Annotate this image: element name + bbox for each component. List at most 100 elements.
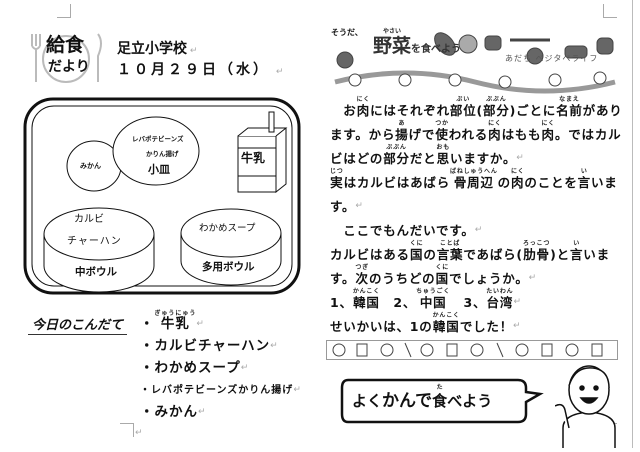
kozara-item: レバポテビーンズ	[132, 135, 184, 143]
text-segment: だと	[409, 151, 437, 166]
ruby-word: たいわん台湾	[486, 288, 514, 310]
text-segment: 3、	[450, 295, 487, 310]
text-segment: にはそれぞれ	[370, 103, 450, 118]
text-segment: のことを	[524, 175, 578, 190]
text-segment: はカルビはあばら	[343, 175, 451, 190]
bubble-text: よくかんでた食べよう	[352, 384, 493, 411]
ruby-word: い言	[569, 240, 584, 262]
decorative-food-strip	[326, 340, 618, 360]
text-segment: の	[497, 175, 511, 190]
kozara-label: 小皿	[148, 163, 170, 176]
crop-mark	[57, 4, 71, 18]
tray-illustration	[23, 97, 301, 295]
menu-list: ・ぎゅうにゅう牛乳↵ ・カルビチャーハン↵ ・わかめスープ↵ ・レバポテビーンズかりん…	[140, 310, 302, 420]
ruby-word: ぶい部位	[449, 96, 477, 118]
text-segment: お	[330, 103, 357, 118]
article-line: ここでもんだいです。 ↵	[330, 223, 484, 238]
ruby-word: ぶぶん部分	[483, 96, 510, 118]
menu-item: ・ぎゅうにゅう牛乳↵	[140, 310, 205, 332]
text-segment: げで	[408, 127, 436, 142]
article-line: 1、 かんこく韓国 2、ちゅうごく中国 3、たいわん台湾 ↵	[330, 288, 522, 310]
speech-bubble: よくかんでた食べよう	[340, 378, 544, 424]
text-segment: 2、	[380, 295, 417, 310]
text-segment: 。ではカル	[554, 127, 622, 142]
crop-mark	[603, 4, 617, 18]
ruby-word: くに国	[435, 264, 450, 286]
ruby-word: あ揚	[395, 120, 409, 142]
text-segment: ここでもんだいです。	[330, 223, 475, 238]
kozara-item: かりん揚げ	[146, 150, 179, 158]
text-segment: があり	[582, 103, 623, 118]
banner-sub: あだち ベジタベライフ	[505, 54, 599, 63]
paragraph-mark: ↵	[135, 428, 143, 438]
banner-line1: そうだ、	[331, 28, 363, 37]
ruby-word: ぎゅうにゅう牛乳	[154, 310, 197, 332]
school-name: 足立小学校 ↵	[117, 41, 198, 57]
ruby-word: にく肉	[488, 120, 502, 142]
ruby-word: なまえ名前	[556, 96, 583, 118]
ruby-word: にく肉	[510, 168, 525, 190]
text-segment: の	[423, 247, 437, 262]
food-characters-icon	[332, 342, 603, 358]
article-line: おにく肉にはそれぞれぶい部位(ぶぶん部分)ごとになまえ名前があり	[330, 96, 623, 118]
ruby-word: かんこく韓国	[352, 288, 381, 310]
menu-item: ・レバポテビーンズかりん揚げ↵	[140, 385, 302, 396]
milk-label: 牛乳	[241, 151, 266, 165]
ruby-word: くに国	[409, 240, 424, 262]
ruby-word: つぎ次	[355, 264, 369, 286]
teacher-illustration	[554, 358, 625, 448]
tayo-bowl-label: 多用ボウル	[202, 261, 255, 273]
text-segment: (	[476, 103, 484, 118]
article-line: カルビはあるくに国のことば言葉であばら(ろっこつ肋骨)とい言いま	[330, 240, 610, 262]
text-segment: のうちどの	[368, 271, 436, 286]
text-segment: )ごとに	[509, 103, 557, 118]
text-segment: 1、	[330, 295, 353, 310]
ruby-word: ぶぶん部分	[383, 144, 410, 166]
ruby-word: じつ実	[330, 168, 344, 190]
vegetable-illustrations	[334, 32, 616, 94]
article-line: じつ実はカルビはあばらばねしゅうへん骨周辺のにく肉のことをい言いま	[330, 168, 618, 190]
ruby-word: にく肉	[541, 120, 555, 142]
ruby-word: かんこく韓国	[432, 312, 460, 334]
chu-item: カルビ	[74, 214, 104, 225]
crop-mark	[120, 423, 134, 437]
text-segment: カルビはある	[330, 247, 410, 262]
ruby-word: つか使	[435, 120, 449, 142]
ruby-word: ばねしゅうへん骨周辺	[450, 168, 498, 190]
text-segment: いますか。	[450, 151, 517, 166]
logo-text-1: 給食	[46, 34, 85, 56]
menu-heading: 今日のこんだて	[28, 318, 128, 335]
ruby-word: い言	[577, 168, 591, 190]
ruby-word: ろっこつ肋骨	[522, 240, 551, 262]
kyushoku-dayori-logo: 給食 だより	[26, 32, 106, 84]
teacher-icon	[554, 365, 616, 448]
text-segment: であばら(	[463, 247, 523, 262]
ruby-word: おも思	[436, 144, 451, 166]
mikan-label: みかん	[80, 162, 101, 170]
article-line: ます。からあ揚げでつか使われるにく肉はももにく肉。ではカル	[330, 120, 621, 142]
text-segment: す。	[330, 271, 356, 286]
text-segment: いま	[583, 247, 610, 262]
chu-bowl-label: 中ボウル	[75, 266, 117, 278]
article-line: す。 ↵	[330, 199, 364, 214]
text-segment: われる	[448, 127, 489, 142]
text-segment: いま	[590, 175, 618, 190]
date: １０月２９日（水） ↵	[117, 62, 287, 78]
text-segment: )と	[550, 247, 570, 262]
speech-bubble-shape	[340, 378, 544, 424]
tray-diagram: みかん レバポテビーンズ かりん揚げ 小皿 牛乳 カルビ チャーハン 中ボウル …	[22, 96, 302, 296]
article-line: ビはどのぶぶん部分だとおも思いますか。 ↵	[330, 144, 525, 166]
text-segment: す。	[330, 199, 356, 214]
logo-text-2: だより	[48, 59, 90, 75]
soup-label: わかめスープ	[199, 223, 256, 234]
article-line: す。つぎ次のうちどのくに国でしょうか。 ↵	[330, 264, 537, 286]
text-segment: でした！	[459, 319, 514, 334]
menu-item: ・カルビチャーハン↵	[140, 338, 279, 354]
ruby-word: ちゅうごく中国	[416, 288, 451, 310]
text-segment: せいかいは、1の	[330, 319, 433, 334]
text-segment: ます。から	[330, 127, 396, 142]
ruby-word: にく肉	[356, 96, 371, 118]
fork-knife-plate-icon	[31, 33, 102, 83]
text-segment: でしょうか。	[449, 271, 529, 286]
menu-item: ・わかめスープ↵	[140, 360, 250, 376]
